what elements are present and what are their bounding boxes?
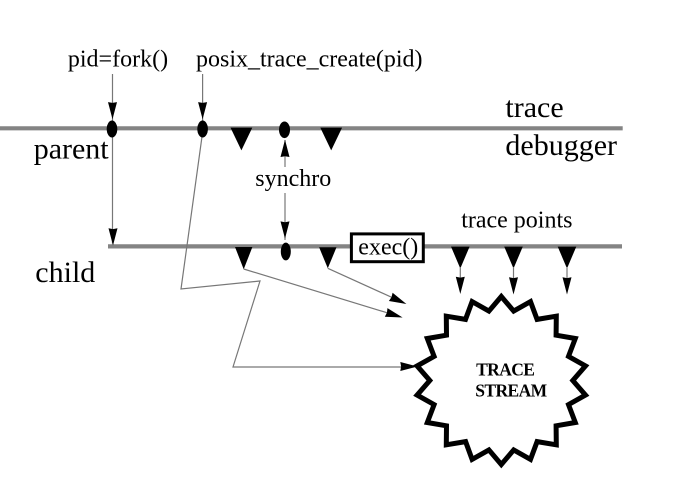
svg-text:parent: parent [34, 132, 110, 165]
svg-text:STREAM: STREAM [475, 381, 547, 401]
svg-text:trace points: trace points [461, 208, 572, 234]
svg-text:debugger: debugger [505, 129, 617, 162]
svg-text:posix_trace_create(pid): posix_trace_create(pid) [196, 47, 423, 73]
svg-text:exec(): exec() [358, 235, 418, 261]
svg-text:TRACE: TRACE [476, 360, 534, 380]
svg-text:synchro: synchro [255, 166, 331, 192]
svg-text:child: child [35, 256, 95, 289]
svg-text:trace: trace [505, 91, 563, 124]
svg-text:pid=fork(): pid=fork() [68, 47, 168, 73]
